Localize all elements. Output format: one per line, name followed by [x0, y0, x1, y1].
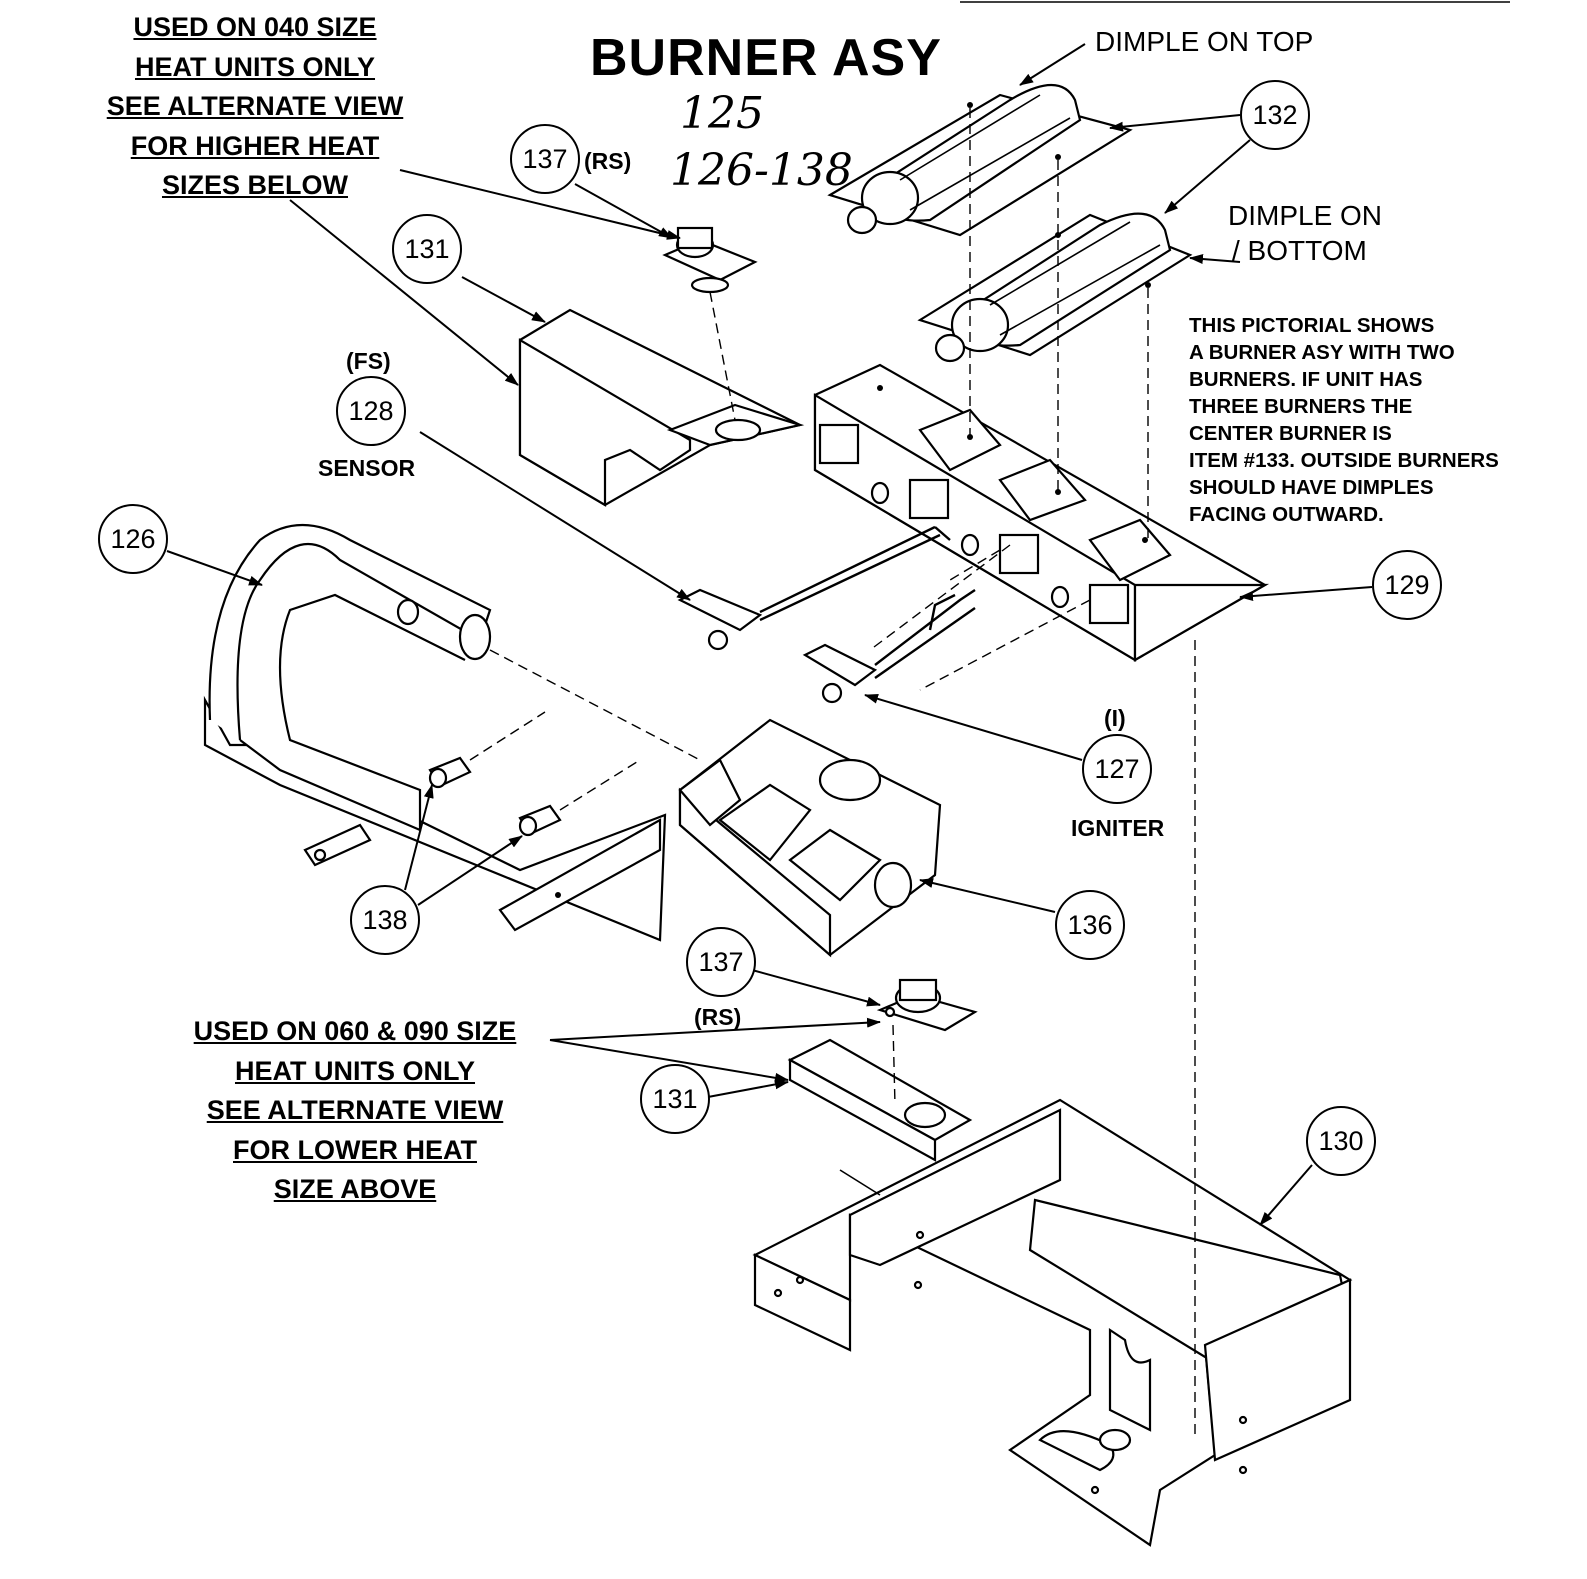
label-dimple-bottom-2: / BOTTOM [1232, 235, 1367, 266]
limit-switch-top [662, 226, 758, 294]
handwritten-model: 125 [680, 88, 764, 139]
pictorial-line-4: THREE BURNERS THE [1189, 395, 1413, 418]
note-bottom-line-1: USED ON 060 & 090 SIZE [193, 1016, 517, 1046]
burner-box [813, 363, 1270, 662]
callout-136: 136 [1055, 890, 1125, 960]
callout-129: 129 [1372, 550, 1442, 620]
callout-131-top: 131 [392, 214, 462, 284]
note-bottom-line-5: SIZE ABOVE [273, 1174, 437, 1204]
pictorial-line-5: CENTER BURNER IS [1189, 422, 1392, 445]
gas-manifold-pipe [203, 524, 667, 942]
callout-130: 130 [1306, 1106, 1376, 1176]
label-i: (I) [1104, 705, 1126, 731]
note-top-line-3: SEE ALTERNATE VIEW [106, 91, 404, 121]
note-bottom-line-4: FOR LOWER HEAT [233, 1134, 477, 1165]
burner-tray [752, 1098, 1353, 1547]
burner-lower [917, 212, 1193, 363]
note-060-090-size: USED ON 060 & 090 SIZE HEAT UNITS ONLY S… [150, 1012, 560, 1210]
note-040-size: USED ON 040 SIZE HEAT UNITS ONLY SEE ALT… [60, 8, 450, 206]
label-rs-bottom: (RS) [694, 1004, 742, 1030]
note-bottom-line-3: SEE ALTERNATE VIEW [206, 1095, 504, 1125]
burner-upper [827, 83, 1133, 237]
label-igniter: IGNITER [1071, 815, 1165, 841]
note-top-line-2: HEAT UNITS ONLY [134, 51, 376, 82]
pictorial-line-8: FACING OUTWARD. [1189, 503, 1384, 526]
label-sensor: SENSOR [318, 455, 416, 481]
gas-valve [678, 718, 942, 958]
heat-shield-upper [518, 308, 805, 507]
note-top-line-4: FOR HIGHER HEAT [130, 130, 380, 161]
callout-127: 127 [1082, 734, 1152, 804]
label-rs-top: (RS) [584, 148, 632, 174]
callout-128: 128 [336, 376, 406, 446]
callout-131-bottom: 131 [640, 1064, 710, 1134]
callout-126: 126 [98, 504, 168, 574]
callout-132: 132 [1240, 80, 1310, 150]
label-dimple-bottom-1: DIMPLE ON [1228, 200, 1383, 231]
callout-138: 138 [350, 885, 420, 955]
label-dimple-top: DIMPLE ON TOP [1095, 26, 1314, 57]
igniter [802, 589, 976, 704]
heat-shield-bottom [787, 1038, 973, 1162]
callout-137-top: 137 [510, 124, 580, 194]
callout-137-bottom: 137 [686, 927, 756, 997]
leader-arrows [166, 43, 1373, 1226]
pictorial-note: THIS PICTORIAL SHOWS A BURNER ASY WITH T… [1189, 312, 1499, 528]
alignment-dashes [469, 108, 1196, 1440]
pictorial-line-6: ITEM #133. OUTSIDE BURNERS [1189, 449, 1499, 472]
diagram-title: BURNER ASY [590, 29, 942, 87]
note-top-line-5: SIZES BELOW [161, 170, 348, 200]
pictorial-line-1: THIS PICTORIAL SHOWS [1189, 314, 1435, 337]
flame-sensor [677, 525, 951, 651]
note-top-line-1: USED ON 040 SIZE [133, 12, 377, 42]
handwritten-range: 126-138 [670, 145, 853, 196]
pictorial-line-7: SHOULD HAVE DIMPLES [1189, 476, 1434, 499]
pictorial-line-2: A BURNER ASY WITH TWO [1189, 341, 1455, 364]
pictorial-line-3: BURNERS. IF UNIT HAS [1189, 368, 1423, 391]
orifices [428, 756, 562, 837]
note-bottom-line-2: HEAT UNITS ONLY [234, 1055, 476, 1086]
label-fs: (FS) [346, 348, 391, 374]
limit-switch-bottom [876, 978, 978, 1032]
